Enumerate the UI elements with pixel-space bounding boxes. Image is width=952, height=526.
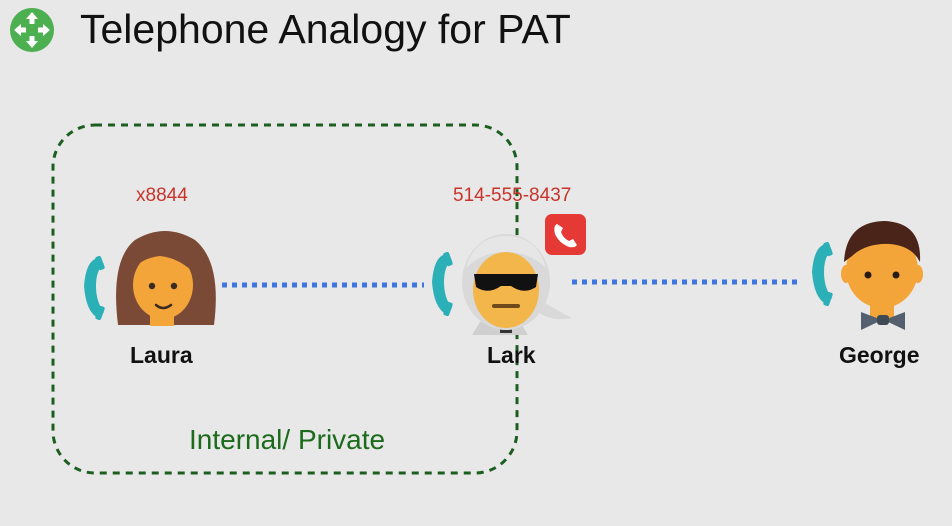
man-sunglasses-avatar-icon	[462, 234, 572, 335]
router-icon	[10, 8, 54, 52]
lark-name: Lark	[487, 342, 536, 368]
lark-phone-number: 514-555-8437	[453, 185, 572, 206]
george-name: George	[839, 342, 920, 368]
phone-call-badge-icon	[545, 214, 586, 255]
woman-avatar-icon	[116, 231, 216, 326]
laura-handset-icon	[84, 255, 105, 321]
lark-handset-icon	[432, 251, 453, 317]
george-handset-icon	[812, 241, 833, 307]
page-title: Telephone Analogy for PAT	[80, 6, 571, 52]
laura-name: Laura	[130, 342, 193, 368]
internal-zone-label: Internal/ Private	[189, 424, 386, 455]
laura-extension: x8844	[136, 185, 188, 206]
man-bowtie-avatar-icon	[841, 221, 923, 330]
